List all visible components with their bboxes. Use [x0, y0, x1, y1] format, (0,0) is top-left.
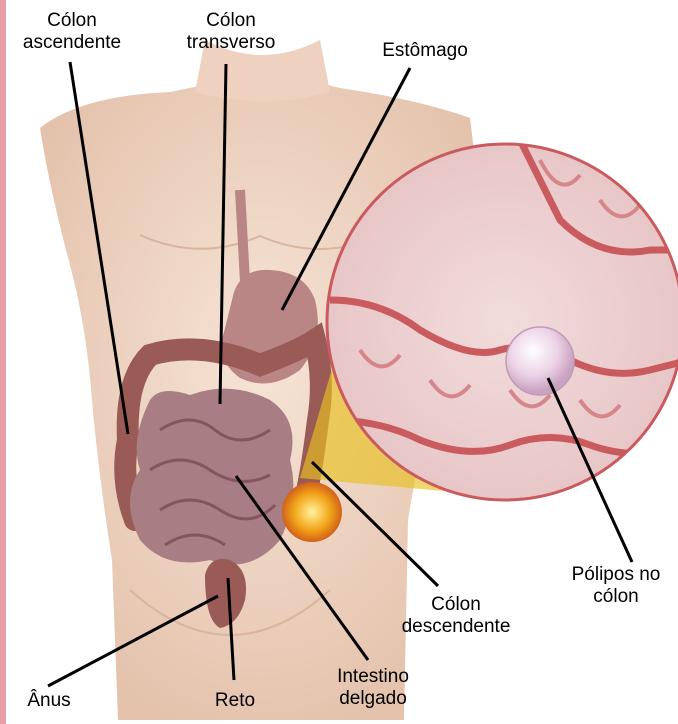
label-anus: Ânus [14, 690, 84, 712]
polyp [506, 327, 574, 395]
esophagus [240, 190, 246, 300]
magnified-lens [327, 140, 678, 500]
label-estomago: Estômago [370, 40, 480, 62]
label-reto: Reto [200, 690, 270, 712]
highlight-spot [282, 482, 342, 542]
